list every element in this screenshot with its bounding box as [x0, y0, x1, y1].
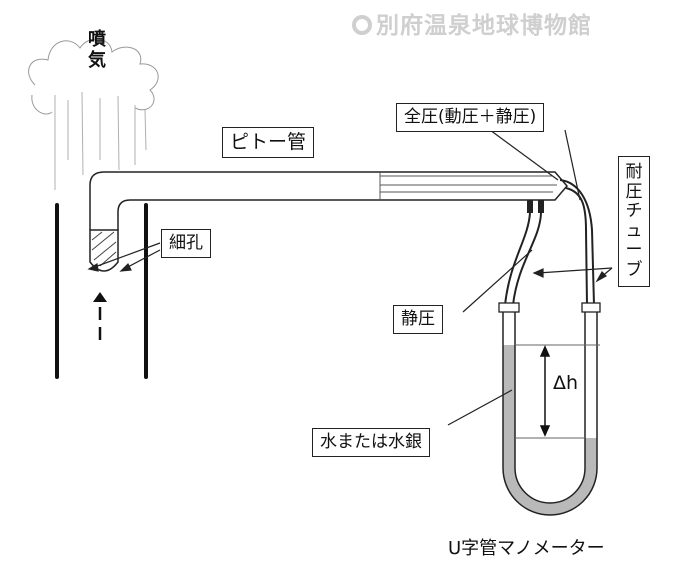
leader-lines: [87, 129, 613, 426]
u-tube-manometer: [502, 312, 598, 516]
flow-arrow: [93, 292, 107, 340]
museum-logo-icon: [352, 15, 372, 35]
manometer-fluid: [503, 345, 597, 515]
pitot-tip: [89, 229, 119, 272]
label-static-pressure: 静圧: [393, 305, 443, 334]
label-u-tube-manometer: U字管マノメーター: [441, 535, 612, 563]
watermark: 別府温泉地球博物館: [352, 6, 592, 40]
pitot-tube: [89, 171, 568, 230]
pressure-tube-total: [559, 179, 595, 306]
label-pore: 細孔: [161, 229, 211, 258]
steam-label: 噴気: [88, 29, 106, 71]
steam-cloud: [28, 38, 159, 115]
pressure-tube-static: [504, 212, 542, 306]
steam-streaks: [54, 91, 147, 190]
static-ports: [527, 200, 544, 213]
label-water-or-mercury: 水または水銀: [312, 428, 430, 457]
label-total-pressure: 全圧(動圧＋静圧): [396, 103, 545, 132]
label-delta-h: Δh: [553, 372, 579, 394]
label-pitot-tube: ピトー管: [222, 127, 315, 158]
delta-h-marker: [515, 344, 600, 439]
label-pressure-tube: 耐圧チューブ: [618, 156, 650, 288]
delta-h-arrow: [539, 345, 551, 437]
